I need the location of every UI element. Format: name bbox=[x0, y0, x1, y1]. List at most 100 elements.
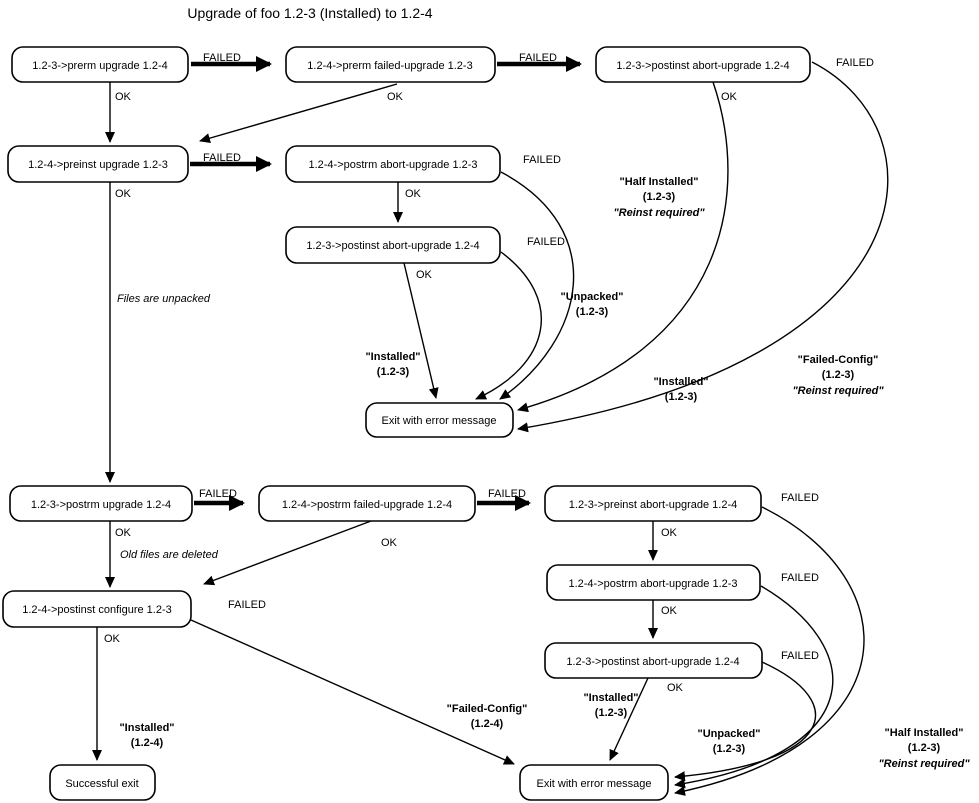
ok-label: OK bbox=[115, 527, 132, 539]
failed-label: FAILED bbox=[228, 599, 266, 611]
note-old-files-deleted: Old files are deleted bbox=[120, 549, 219, 561]
state-half-installed-bottom: "Half Installed" (1.2-3) "Reinst require… bbox=[878, 727, 970, 770]
node-box bbox=[519, 764, 669, 801]
node-box bbox=[595, 46, 811, 83]
state-line: (1.2-3) bbox=[377, 366, 410, 378]
state-line: "Failed-Config" bbox=[798, 354, 879, 366]
edge-postrm-failed-upgrade-ok bbox=[203, 520, 372, 586]
node-box bbox=[546, 564, 761, 601]
state-unpacked-bottom: "Unpacked" (1.2-3) bbox=[697, 728, 760, 755]
failed-label: FAILED bbox=[836, 57, 874, 69]
node-successful-exit: Successful exit bbox=[49, 764, 156, 801]
failed-label: FAILED bbox=[519, 52, 557, 64]
node-box bbox=[258, 485, 476, 522]
state-line: "Installed" bbox=[583, 692, 638, 704]
state-installed-top-left: "Installed" (1.2-3) bbox=[365, 351, 420, 378]
failed-label: FAILED bbox=[781, 572, 819, 584]
edge-postinst-abort-top-ok bbox=[517, 81, 729, 413]
node-exit-error-top: Exit with error message bbox=[365, 402, 514, 438]
ok-label: OK bbox=[721, 91, 738, 103]
node-box bbox=[544, 642, 763, 679]
node-postrm-upgrade: 1.2-3->postrm upgrade 1.2-4 bbox=[9, 485, 193, 522]
node-box bbox=[49, 764, 156, 801]
failed-label: FAILED bbox=[199, 488, 237, 500]
node-box bbox=[285, 226, 501, 264]
note-files-unpacked: Files are unpacked bbox=[117, 293, 211, 305]
state-line: (1.2-3) bbox=[908, 742, 941, 754]
state-line: (1.2-3) bbox=[713, 743, 746, 755]
node-prerm-upgrade: 1.2-3->prerm upgrade 1.2-4 bbox=[11, 46, 189, 83]
ok-label: OK bbox=[667, 682, 684, 694]
ok-label: OK bbox=[405, 188, 422, 200]
node-label: 1.2-4->postinst configure 1.2-3 bbox=[22, 604, 172, 616]
node-preinst-upgrade: 1.2-4->preinst upgrade 1.2-3 bbox=[7, 145, 189, 183]
node-label: 1.2-4->postrm abort-upgrade 1.2-3 bbox=[308, 159, 477, 171]
edge-preinst-abort-failed bbox=[674, 506, 865, 796]
node-label: 1.2-4->postrm abort-upgrade 1.2-3 bbox=[568, 578, 737, 590]
state-line: "Installed" bbox=[653, 376, 708, 388]
ok-label: OK bbox=[381, 537, 398, 549]
failed-label: FAILED bbox=[203, 52, 241, 64]
node-box bbox=[285, 46, 496, 83]
state-line: "Installed" bbox=[365, 351, 420, 363]
node-box bbox=[544, 485, 762, 522]
failed-label: FAILED bbox=[527, 236, 565, 248]
state-line: "Failed-Config" bbox=[447, 703, 528, 715]
node-label: 1.2-4->postrm failed-upgrade 1.2-4 bbox=[282, 499, 452, 511]
node-label: 1.2-4->preinst upgrade 1.2-3 bbox=[28, 159, 168, 171]
state-failed-config-top: "Failed-Config" (1.2-3) "Reinst required… bbox=[792, 354, 884, 397]
node-exit-error-bottom: Exit with error message bbox=[519, 764, 669, 801]
state-line: (1.2-3) bbox=[643, 191, 676, 203]
node-label: 1.2-3->postinst abort-upgrade 1.2-4 bbox=[616, 60, 789, 72]
state-installed-top-right: "Installed" (1.2-3) bbox=[653, 376, 708, 403]
ok-label: OK bbox=[387, 91, 404, 103]
node-label: 1.2-3->preinst abort-upgrade 1.2-4 bbox=[569, 499, 737, 511]
edge-postrm-abort-mid-failed bbox=[499, 171, 575, 400]
node-label: 1.2-3->postinst abort-upgrade 1.2-4 bbox=[306, 240, 479, 252]
state-line: "Unpacked" bbox=[697, 728, 760, 740]
node-postinst-abort-bottom: 1.2-3->postinst abort-upgrade 1.2-4 bbox=[544, 642, 763, 679]
node-label: Exit with error message bbox=[537, 778, 652, 790]
edge-postinst-abort-mid-ok bbox=[403, 262, 439, 399]
node-postinst-configure: 1.2-4->postinst configure 1.2-3 bbox=[2, 590, 192, 628]
ok-label: OK bbox=[661, 527, 678, 539]
failed-label: FAILED bbox=[781, 650, 819, 662]
edge-postinst-abort-top-failed bbox=[517, 61, 889, 433]
node-box bbox=[285, 145, 501, 183]
edge-postinst-abort-bottom-ok bbox=[609, 677, 649, 761]
failed-label: FAILED bbox=[488, 488, 526, 500]
state-installed-success: "Installed" (1.2-4) bbox=[119, 722, 174, 749]
node-prerm-failed-upgrade: 1.2-4->prerm failed-upgrade 1.2-3 bbox=[285, 46, 496, 83]
state-line: (1.2-4) bbox=[471, 718, 504, 730]
node-postinst-abort-mid: 1.2-3->postinst abort-upgrade 1.2-4 bbox=[285, 226, 501, 264]
node-label: 1.2-3->prerm upgrade 1.2-4 bbox=[32, 60, 167, 72]
edge-prerm-failed-upgrade-ok bbox=[199, 83, 398, 144]
node-label: Successful exit bbox=[65, 778, 138, 790]
state-installed-bottom: "Installed" (1.2-3) bbox=[583, 692, 638, 719]
node-postrm-abort-mid: 1.2-4->postrm abort-upgrade 1.2-3 bbox=[285, 145, 501, 183]
node-box bbox=[2, 590, 192, 628]
node-box bbox=[11, 46, 189, 83]
node-label: 1.2-3->postinst abort-upgrade 1.2-4 bbox=[566, 656, 739, 668]
state-line: (1.2-4) bbox=[131, 737, 164, 749]
node-postrm-abort-bottom: 1.2-4->postrm abort-upgrade 1.2-3 bbox=[546, 564, 761, 601]
state-line: (1.2-3) bbox=[595, 707, 628, 719]
state-unpacked-top: "Unpacked" (1.2-3) bbox=[560, 291, 623, 318]
ok-label: OK bbox=[115, 91, 132, 103]
state-line: (1.2-3) bbox=[576, 306, 609, 318]
ok-label: OK bbox=[104, 633, 121, 645]
diagram-title: Upgrade of foo 1.2-3 (Installed) to 1.2-… bbox=[187, 5, 432, 21]
node-label: 1.2-3->postrm upgrade 1.2-4 bbox=[31, 499, 171, 511]
ok-label: OK bbox=[416, 269, 433, 281]
state-line: (1.2-3) bbox=[665, 391, 698, 403]
node-box bbox=[9, 485, 193, 522]
failed-label: FAILED bbox=[523, 154, 561, 166]
state-line: (1.2-3) bbox=[822, 369, 855, 381]
state-line: "Unpacked" bbox=[560, 291, 623, 303]
node-postinst-abort-top: 1.2-3->postinst abort-upgrade 1.2-4 bbox=[595, 46, 811, 83]
node-label: Exit with error message bbox=[382, 415, 497, 427]
node-label: 1.2-4->prerm failed-upgrade 1.2-3 bbox=[307, 60, 472, 72]
state-line: "Reinst required" bbox=[878, 758, 970, 770]
state-line: "Installed" bbox=[119, 722, 174, 734]
